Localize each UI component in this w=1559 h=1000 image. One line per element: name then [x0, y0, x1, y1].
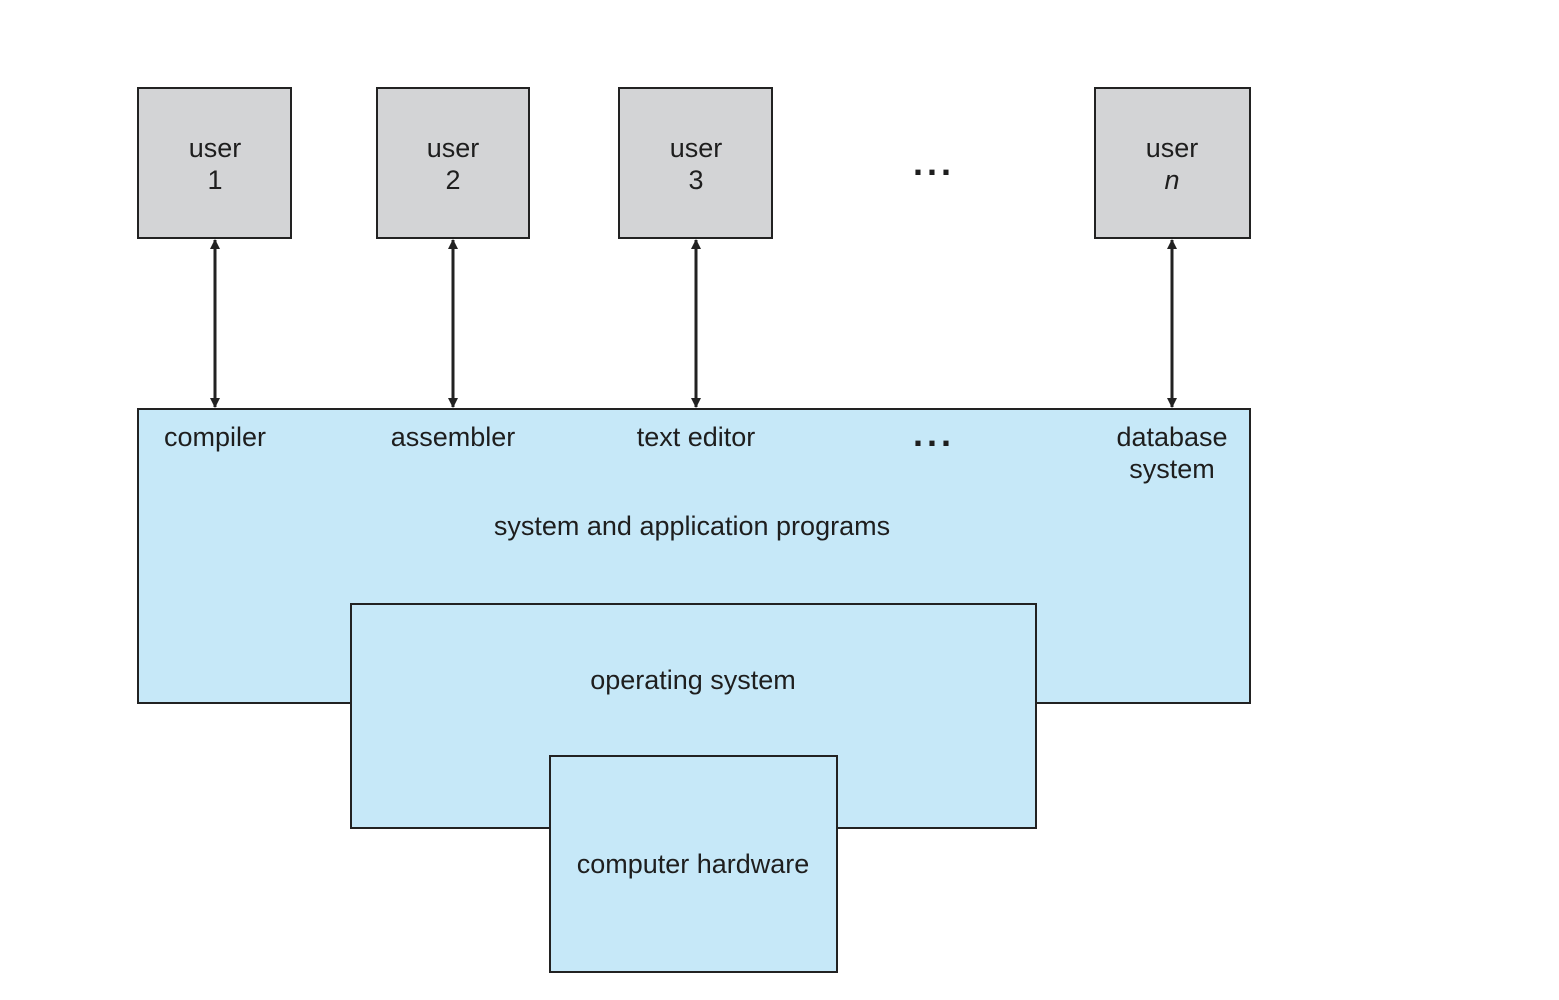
program-database-label-line2: system: [1129, 454, 1215, 484]
computer-hardware-label: computer hardware: [577, 849, 810, 879]
programs-ellipsis: ...: [913, 413, 955, 454]
applications-layer-label: system and application programs: [494, 511, 890, 541]
user-n-label: user: [1146, 133, 1199, 163]
users-ellipsis: ...: [913, 142, 955, 183]
user-3-label: user: [670, 133, 723, 163]
user-3-box: [618, 87, 773, 239]
user-2-box: [376, 87, 530, 239]
user-2-label: user: [427, 133, 480, 163]
user-1-number: 1: [207, 165, 222, 195]
computer-hardware-box: [549, 755, 838, 973]
user-2-number: 2: [445, 165, 460, 195]
operating-system-label: operating system: [590, 665, 796, 695]
user-n-box: [1094, 87, 1251, 239]
user-3-number: 3: [688, 165, 703, 195]
user-n-number: n: [1164, 165, 1179, 195]
program-compiler-label: compiler: [164, 422, 266, 452]
program-assembler-label: assembler: [391, 422, 516, 452]
user-1-box: [137, 87, 292, 239]
user-1-label: user: [189, 133, 242, 163]
program-database-label: database: [1116, 422, 1227, 452]
program-text-editor-label: text editor: [637, 422, 756, 452]
